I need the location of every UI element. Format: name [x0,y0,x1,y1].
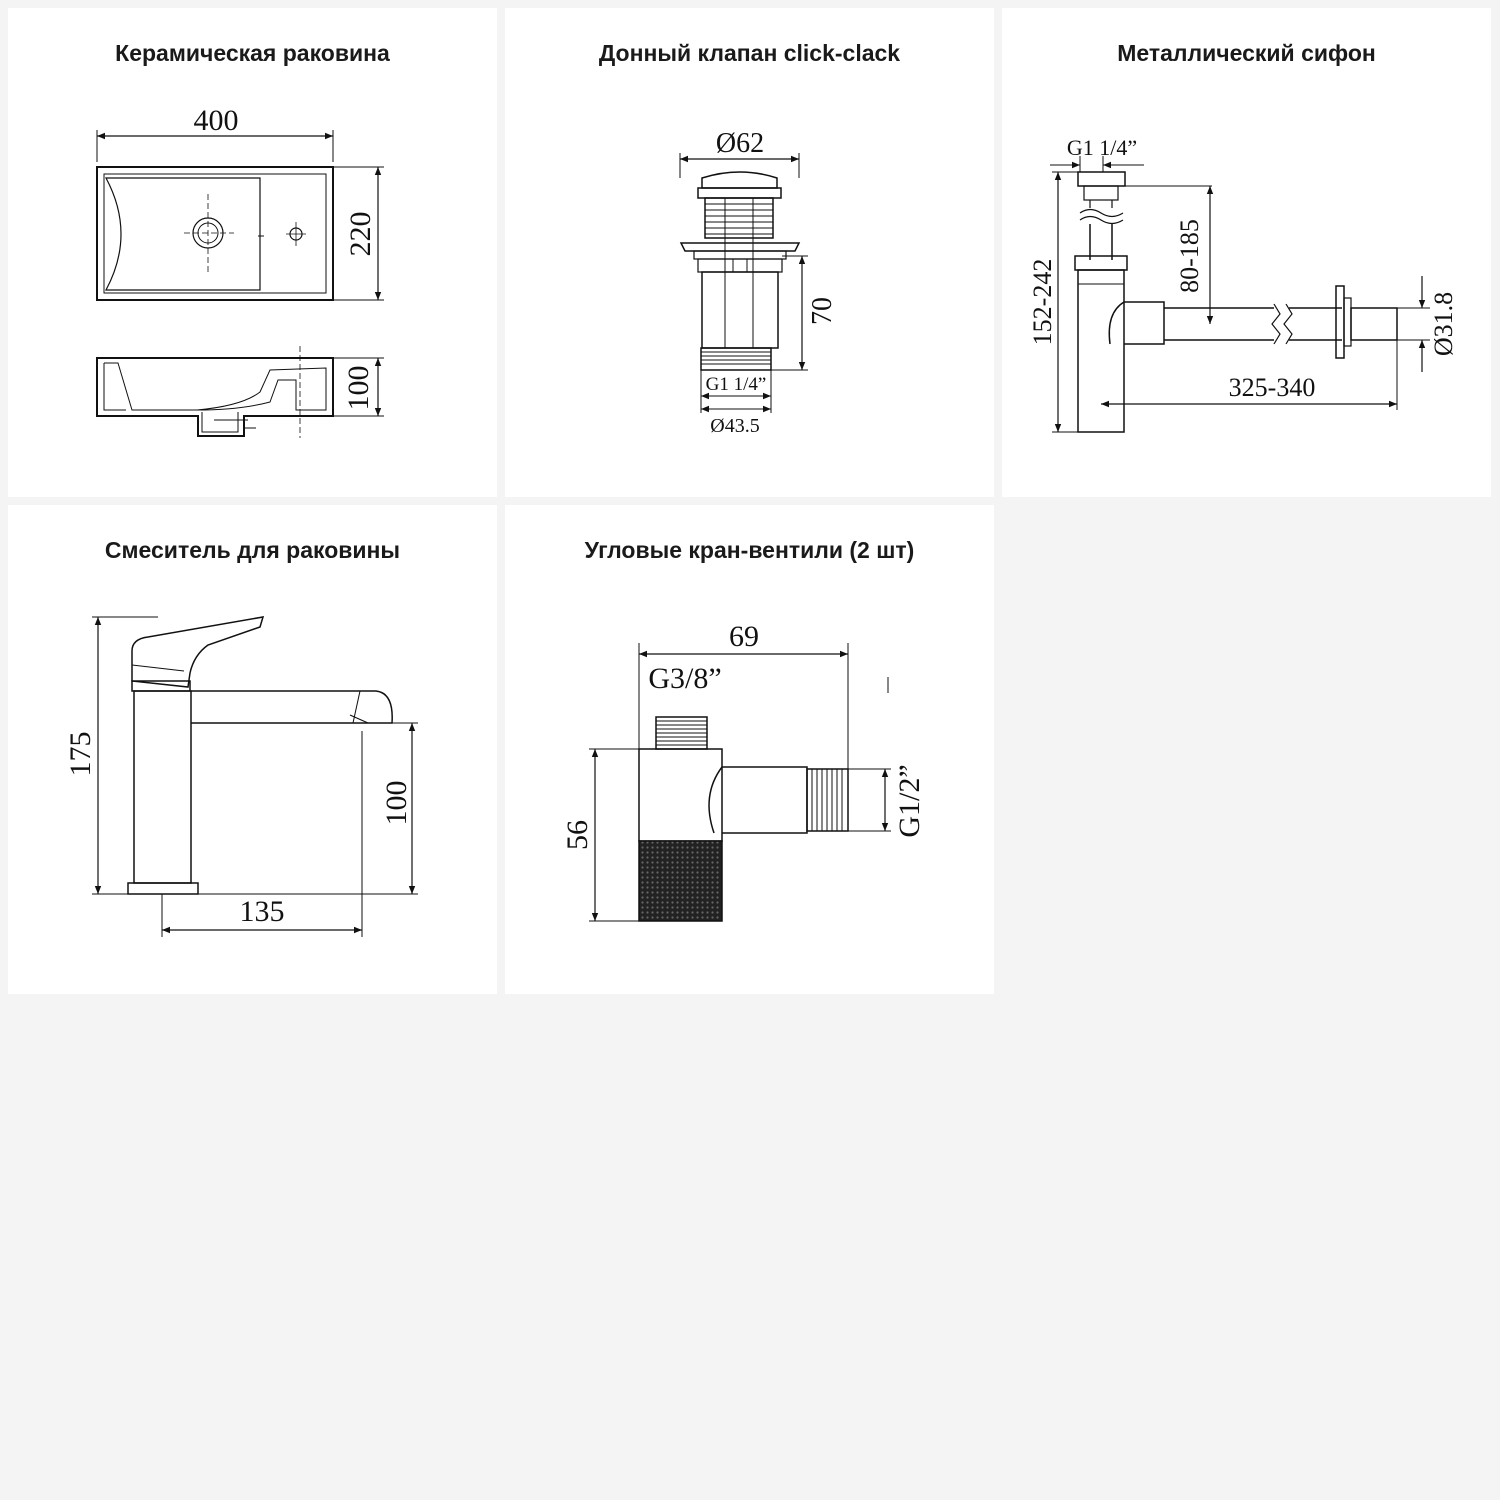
sink-drawing: 400 220 100 [96,104,384,438]
siphon-total-height-label: 152-242 [1028,259,1057,346]
card-metal-siphon: Металлический сифон G1 1/4” [1002,8,1491,497]
card-click-clack-valve: Донный клапан click-clack Ø62 [505,8,994,497]
sink-height-label: 100 [342,366,375,411]
siphon-length-range-label: 325-340 [1229,373,1316,402]
mixer-reach-label: 135 [240,895,285,928]
siphon-title: Металлический сифон [1117,40,1376,66]
angle-valve-title: Угловые кран-вентили (2 шт) [584,537,915,563]
valve-top-diameter-label: Ø62 [716,128,764,159]
mixer-title: Смеситель для раковины [104,537,401,563]
siphon-thread-label: G1 1/4” [1067,135,1137,160]
valve-drawing: Ø62 70 G1 1/4” [679,128,838,437]
mixer-drawing: 175 100 135 [64,616,418,937]
siphon-drawing: G1 1/4” 80-185 [1028,135,1458,433]
valve-bottom-diameter-label: Ø43.5 [710,415,759,437]
card-ceramic-sink: Керамическая раковина 400 220 [8,8,497,497]
sink-depth-label: 220 [344,212,377,257]
mixer-height-label: 175 [64,732,97,777]
angle-valve-height-label: 56 [561,820,594,850]
siphon-height-range-label: 80-185 [1175,219,1204,293]
mixer-spout-height-label: 100 [380,781,413,826]
valve-title: Донный клапан click-clack [598,40,901,66]
card-basin-mixer: Смеситель для раковины 175 100 135 [8,505,497,994]
valve-thread-label: G1 1/4” [706,374,767,395]
card-angle-valves: Угловые кран-вентили (2 шт) 69 G3/8” [505,505,994,994]
angle-valve-outlet-thread-label: G1/2” [893,764,926,837]
angle-valve-drawing: 69 G3/8” G1/2” 56 [561,620,926,922]
siphon-pipe-diameter-label: Ø31.8 [1429,292,1458,356]
sink-width-label: 400 [194,104,239,137]
angle-valve-length-label: 69 [729,620,759,653]
valve-length-label: 70 [807,297,838,325]
sink-title: Керамическая раковина [115,40,390,66]
angle-valve-inlet-thread-label: G3/8” [648,662,721,695]
